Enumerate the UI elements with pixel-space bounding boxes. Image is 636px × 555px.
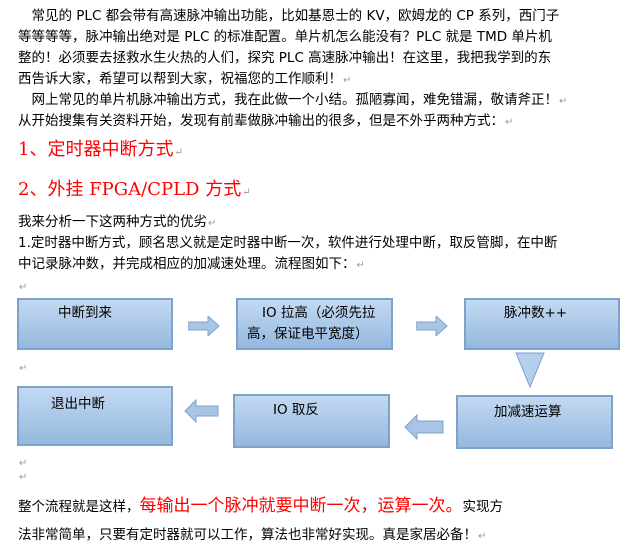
conclusion-suffix: 实现方 xyxy=(462,499,504,515)
empty-paragraph: ↵ xyxy=(18,452,27,474)
flow-box-label: IO 取反 xyxy=(273,402,319,418)
paragraph-mark: ↵ xyxy=(19,458,28,469)
flow-box-label: 高，保证电平宽度） xyxy=(247,326,369,342)
flow-box-exit-interrupt: 退出中断 xyxy=(17,386,173,446)
intro-line-4-text: 西告诉大家，希望可以帮到大家，祝福您的工作顺利！ xyxy=(18,71,342,87)
paragraph-mark: ↵ xyxy=(343,75,352,86)
conclusion-line-2: 法非常简单，只要有定时器就可以工作，算法也非常好实现。真是家居必备！↵ xyxy=(18,525,486,547)
flow-box-label: 脉冲数++ xyxy=(504,305,568,321)
flow-box-io-toggle: IO 取反 xyxy=(233,394,390,448)
conclusion-line-2-text: 法非常简单，只要有定时器就可以工作，算法也非常好实现。真是家居必备！ xyxy=(18,527,477,543)
flow-box-accel-decel: 加减速运算 xyxy=(456,395,613,449)
analysis-line-3-text: 中记录脉冲数，并完成相应的加减速处理。流程图如下： xyxy=(18,256,356,272)
heading-text: 1、定时器中断方式 xyxy=(18,139,174,160)
summary-line-2: 从开始搜集有关资料开始，发现有前辈做脉冲输出的很多，但是不外乎两种方式：↵ xyxy=(18,111,513,133)
heading-timer-interrupt: 1、定时器中断方式↵ xyxy=(18,139,183,163)
flow-box-label: 中断到来 xyxy=(58,305,112,321)
summary-line-1: 网上常见的单片机脉冲输出方式，我在此做一个小结。孤陋寡闻，难免错漏，敬请斧正！↵ xyxy=(18,90,567,112)
paragraph-mark: ↵ xyxy=(559,96,568,107)
empty-paragraph: ↵ xyxy=(18,276,27,298)
down-arrow-icon xyxy=(515,352,545,388)
paragraph-mark: ↵ xyxy=(242,187,251,198)
heading-fpga-cpld: 2、外挂 FPGA/CPLD 方式↵ xyxy=(18,179,251,203)
flow-box-interrupt-arrive: 中断到来 xyxy=(17,298,173,350)
flow-box-label: 加减速运算 xyxy=(494,404,562,420)
paragraph-mark: ↵ xyxy=(174,147,183,158)
empty-paragraph: ↵ xyxy=(18,466,27,488)
paragraph-mark: ↵ xyxy=(208,218,217,229)
paragraph-mark: ↵ xyxy=(505,117,514,128)
flow-box-io-high: IO 拉高（必须先拉 高，保证电平宽度） xyxy=(236,298,393,350)
intro-line-3: 整的！必须要去拯救水生火热的人们，探究 PLC 高速脉冲输出！在这里，我把我学到… xyxy=(18,50,552,66)
analysis-line-1-text: 我来分析一下这两种方式的优劣 xyxy=(18,214,207,230)
left-arrow-icon xyxy=(184,399,219,423)
flow-box-label: 退出中断 xyxy=(51,396,105,412)
conclusion-highlight: 每输出一个脉冲就要中断一次，运算一次。 xyxy=(139,496,463,516)
analysis-line-3: 中记录脉冲数，并完成相应的加减速处理。流程图如下：↵ xyxy=(18,254,365,276)
flow-box-label: IO 拉高（必须先拉 xyxy=(262,305,376,321)
empty-paragraph: ↵ xyxy=(18,357,27,379)
paragraph-mark: ↵ xyxy=(19,282,28,293)
conclusion-line-1: 整个流程就是这样，每输出一个脉冲就要中断一次，运算一次。实现方 xyxy=(18,494,503,519)
intro-line-1: 常见的 PLC 都会带有高速脉冲输出功能，比如基恩士的 KV，欧姆龙的 CP 系… xyxy=(18,8,560,24)
paragraph-mark: ↵ xyxy=(19,363,28,374)
heading-text: 2、外挂 FPGA/CPLD 方式 xyxy=(18,179,242,200)
flow-box-pulse-count: 脉冲数++ xyxy=(464,298,620,350)
intro-line-4: 西告诉大家，希望可以帮到大家，祝福您的工作顺利！↵ xyxy=(18,69,351,91)
paragraph-mark: ↵ xyxy=(356,260,365,271)
paragraph-mark: ↵ xyxy=(478,531,487,542)
right-arrow-icon xyxy=(188,316,220,336)
right-arrow-icon xyxy=(416,316,448,336)
left-arrow-icon xyxy=(404,414,444,440)
analysis-line-1: 我来分析一下这两种方式的优劣↵ xyxy=(18,212,216,234)
analysis-line-2: 1.定时器中断方式，顾名思义就是定时器中断一次，软件进行处理中断，取反管脚，在中… xyxy=(18,235,558,251)
intro-line-2: 等等等等，脉冲输出绝对是 PLC 的标准配置。单片机怎么能没有？PLC 就是 T… xyxy=(18,29,552,45)
summary-line-1-text: 网上常见的单片机脉冲输出方式，我在此做一个小结。孤陋寡闻，难免错漏，敬请斧正！ xyxy=(18,92,558,108)
paragraph-mark: ↵ xyxy=(19,472,28,483)
conclusion-prefix: 整个流程就是这样， xyxy=(18,499,140,515)
summary-line-2-text: 从开始搜集有关资料开始，发现有前辈做脉冲输出的很多，但是不外乎两种方式： xyxy=(18,113,504,129)
